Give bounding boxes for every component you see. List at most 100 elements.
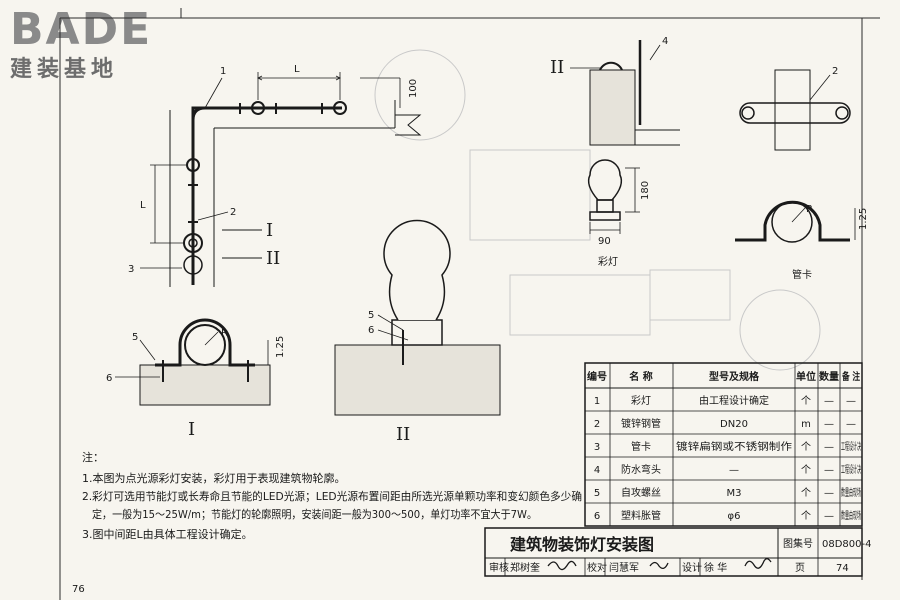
table-cell: 5: [594, 488, 600, 499]
table-cell: 6: [594, 511, 600, 522]
table-header-cell: 数量: [819, 370, 839, 383]
dim-90: 90: [598, 236, 611, 247]
review-label: 审核: [489, 561, 509, 574]
atlas-label: 图集号: [783, 537, 813, 550]
table-cell: 工程设计决: [841, 463, 861, 476]
callout-2: 2: [230, 207, 236, 218]
section-I-drawing: [115, 318, 271, 406]
callout-1: 1: [220, 66, 226, 77]
notes-block: 注： 1.本图为点光源彩灯安装，彩灯用于表现建筑物轮廓。 2.彩灯可选用节能灯或…: [82, 450, 582, 541]
dim-L-top: L: [294, 64, 300, 75]
table-cell: 个: [801, 395, 811, 407]
dim-125-clamp: 1.25: [858, 208, 869, 230]
section-II-label: II: [396, 424, 410, 445]
table-cell: 数量由现场: [841, 509, 861, 522]
design-label: 设计: [682, 561, 702, 574]
table-cell: —: [846, 419, 856, 430]
callout-6-sectionI: 6: [106, 373, 112, 384]
lamp-detail: [587, 159, 640, 234]
brand-logo: BADE 建装基地: [10, 4, 152, 82]
table-cell: 4: [594, 465, 600, 476]
table-header-cell: 名 称: [629, 370, 652, 383]
parts-table: [584, 362, 863, 527]
table-cell: 工程设计决: [841, 440, 861, 453]
callout-3: 3: [128, 264, 134, 275]
table-cell: —: [824, 419, 834, 430]
section-I-label: I: [188, 419, 195, 440]
table-cell: 数量由现场: [841, 486, 861, 499]
page-label: 页: [795, 562, 805, 574]
atlas-number: 08D800-4: [822, 539, 871, 550]
table-cell: —: [824, 396, 834, 407]
pipe-run-drawing: [140, 72, 422, 287]
dim-R-sectionI: R: [221, 328, 228, 339]
drawing-title: 建筑物装饰灯安装图: [510, 535, 654, 554]
dim-R-clamp: R: [806, 204, 813, 215]
table-cell: —: [824, 488, 834, 499]
section-II-drawing: [334, 219, 501, 416]
table-cell: 管卡: [631, 440, 651, 453]
table-cell: 个: [801, 510, 811, 522]
callout-4: 4: [662, 36, 668, 47]
table-header-cell: 编号: [587, 370, 607, 383]
table-cell: 2: [594, 419, 600, 430]
table-cell: 1: [594, 396, 600, 407]
section-mark-II-detail: II: [550, 57, 564, 78]
table-cell: M3: [727, 488, 742, 499]
table-cell: 镀锌扁钢或不锈钢制作: [676, 440, 792, 453]
section-mark-II: II: [266, 248, 280, 269]
table-cell: 镀锌钢管: [621, 417, 661, 430]
table-cell: φ6: [728, 511, 741, 522]
table-cell: 塑料胀管: [621, 509, 661, 522]
table-cell: 个: [801, 487, 811, 499]
dim-L-left: L: [140, 200, 146, 211]
note-2a: 2.彩灯可选用节能灯或长寿命且节能的LED光源；LED光源布置间距由所选光源单颗…: [82, 489, 582, 503]
table-cell: —: [824, 465, 834, 476]
designer-name: 徐 华: [704, 561, 727, 574]
table-cell: —: [824, 442, 834, 453]
lamp-figure-label: 彩灯: [598, 256, 618, 268]
table-cell: 自攻螺丝: [621, 486, 661, 499]
table-cell: DN20: [720, 419, 748, 430]
clamp-detail: [735, 69, 856, 243]
logo-brand: BADE: [10, 4, 152, 55]
bleed-through-ghost: [374, 49, 821, 371]
table-header-cell: 型号及规格: [709, 370, 760, 383]
callout-5-sectionI: 5: [132, 332, 138, 343]
logo-subtitle: 建装基地: [10, 57, 118, 82]
sheet-page-number: 74: [836, 563, 849, 574]
dim-100: 100: [408, 79, 419, 98]
table-cell: 防水弯头: [621, 463, 661, 476]
dim-180: 180: [640, 181, 651, 200]
reviewer-name: 郑树奎: [510, 561, 540, 574]
table-header-cell: 单位: [796, 370, 816, 383]
table-header-cell: 备 注: [841, 370, 860, 383]
table-cell: 由工程设计确定: [699, 394, 769, 407]
table-cell: 3: [594, 442, 600, 453]
table-cell: 个: [801, 464, 811, 476]
table-cell: —: [846, 396, 856, 407]
checker-name: 闫慧军: [609, 561, 639, 574]
callout-2-clamp: 2: [832, 66, 838, 77]
page-number: 76: [72, 584, 85, 595]
clamp-figure-label: 管卡: [792, 268, 812, 281]
callout-5-sectionII: 5: [368, 310, 374, 321]
check-label: 校对: [587, 561, 607, 574]
table-cell: m: [801, 419, 811, 430]
wall-mount-detail: [570, 40, 680, 146]
callout-6-sectionII: 6: [368, 325, 374, 336]
note-3: 3.图中间距L由具体工程设计确定。: [82, 527, 253, 541]
note-2b: 定，一般为15～25W/m；节能灯的轮廓照明，安装间距一般为300～500，单灯…: [92, 507, 537, 521]
table-cell: 彩灯: [631, 395, 651, 407]
section-mark-I: I: [266, 220, 273, 241]
table-cell: —: [729, 465, 739, 476]
title-block: [484, 527, 863, 577]
dim-125-sectionI: 1.25: [275, 336, 286, 358]
notes-heading: 注：: [82, 450, 104, 464]
table-cell: —: [824, 511, 834, 522]
signature-marks: [547, 558, 772, 571]
table-cell: 个: [801, 441, 811, 453]
note-1: 1.本图为点光源彩灯安装，彩灯用于表现建筑物轮廓。: [82, 471, 346, 485]
